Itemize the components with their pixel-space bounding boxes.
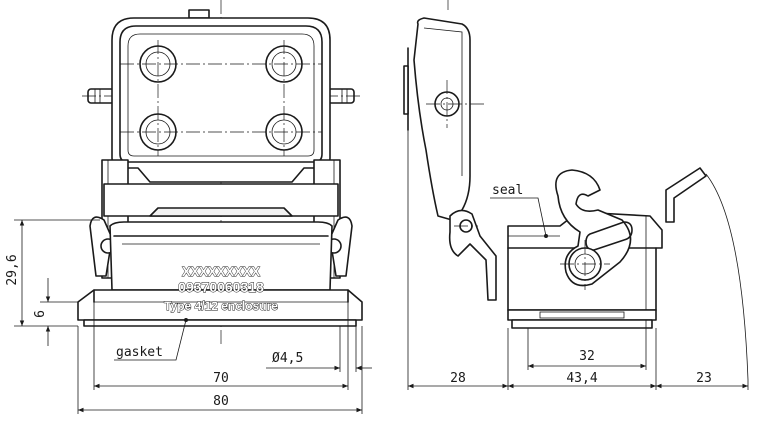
gasket-label: gasket bbox=[116, 345, 163, 360]
dim-32-label: 32 bbox=[579, 349, 595, 364]
side-view: seal 28 32 43,4 23 bbox=[403, 0, 749, 390]
housing-body bbox=[109, 221, 333, 291]
gasket-callout: gasket bbox=[114, 318, 188, 361]
latch-ridge bbox=[149, 207, 293, 217]
dim-43-4-label: 43,4 bbox=[566, 371, 597, 386]
swing-arc bbox=[705, 173, 749, 381]
dim-70: 70 bbox=[94, 371, 348, 389]
dim-6: 6 bbox=[33, 278, 78, 346]
hood-pin bbox=[403, 65, 409, 115]
dim-23-label: 23 bbox=[696, 371, 712, 386]
marking-line-3: Type 4/12 enclosure bbox=[164, 299, 278, 313]
gasket-layer bbox=[83, 319, 357, 327]
dim-29-6: 29,6 bbox=[5, 219, 100, 327]
dim-70-label: 70 bbox=[213, 371, 229, 386]
top-tab bbox=[188, 9, 210, 19]
side-flange bbox=[507, 309, 657, 321]
dim-28: 28 bbox=[408, 371, 508, 389]
dim-hole-label: Ø4,5 bbox=[272, 351, 303, 366]
latch-slot bbox=[585, 221, 633, 251]
dim-43-4: 43,4 bbox=[508, 371, 656, 389]
front-view: XXXXXXXXX 09370060318 Type 4/12 enclosur… bbox=[5, 0, 372, 414]
dim-32: 32 bbox=[528, 349, 646, 369]
dim-80-label: 80 bbox=[213, 394, 229, 409]
seal-callout: seal bbox=[490, 183, 547, 237]
marking-line-1: XXXXXXXXX bbox=[182, 264, 260, 279]
dim-6-label: 6 bbox=[33, 310, 48, 318]
dim-80: 80 bbox=[78, 394, 362, 413]
dim-hole: Ø4,5 bbox=[266, 351, 372, 371]
open-hood bbox=[413, 17, 471, 221]
hood-outer bbox=[111, 17, 331, 183]
dim-28-label: 28 bbox=[450, 371, 466, 386]
dim-23: 23 bbox=[656, 371, 748, 389]
side-gasket bbox=[511, 319, 653, 329]
dim-29-6-label: 29,6 bbox=[5, 254, 20, 285]
rear-tab bbox=[665, 167, 707, 223]
hood-inner-face bbox=[127, 33, 315, 157]
seal-label: seal bbox=[492, 183, 523, 198]
hinge-arm bbox=[448, 209, 497, 301]
marking-line-2: 09370060318 bbox=[178, 279, 264, 295]
